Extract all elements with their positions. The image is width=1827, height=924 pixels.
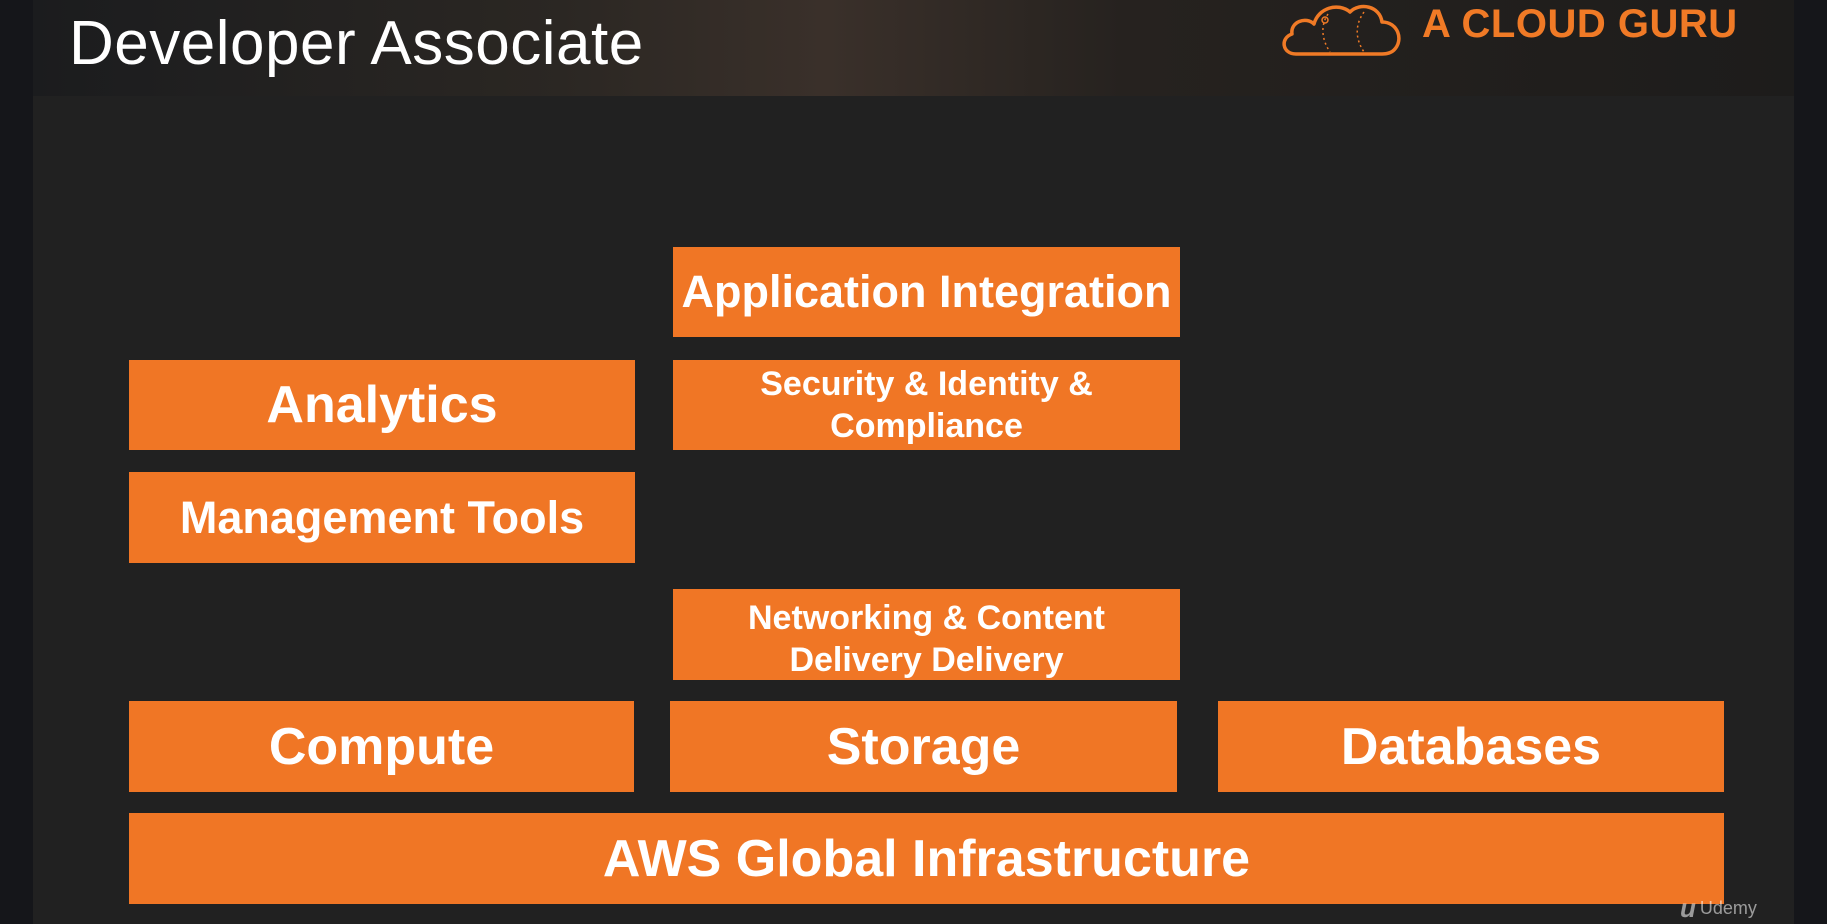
udemy-logo-icon: u (1680, 893, 1696, 923)
slide-header: Developer Associate A CLOUD GURU (33, 0, 1794, 96)
storage-block: Storage (670, 701, 1177, 792)
compute-block: Compute (129, 701, 634, 792)
brand-logo: A CLOUD GURU (1276, 0, 1756, 64)
aws-global-infrastructure-block: AWS Global Infrastructure (129, 813, 1724, 904)
udemy-watermark: u Udemy (1680, 893, 1757, 924)
databases-block: Databases (1218, 701, 1724, 792)
security-identity-compliance-block: Security & Identity & Compliance (673, 360, 1180, 450)
brand-name: A CLOUD GURU (1422, 2, 1738, 46)
slide-title: Developer Associate (69, 9, 644, 78)
analytics-block: Analytics (129, 360, 635, 450)
slide: Developer Associate A CLOUD GURU Applica… (33, 0, 1794, 924)
watermark-label: Udemy (1699, 898, 1757, 918)
application-integration-block: Application Integration (673, 247, 1180, 337)
networking-content-delivery-block: Networking & Content Delivery Delivery (673, 589, 1180, 680)
cloud-logo-icon (1282, 4, 1401, 56)
management-tools-block: Management Tools (129, 472, 635, 563)
